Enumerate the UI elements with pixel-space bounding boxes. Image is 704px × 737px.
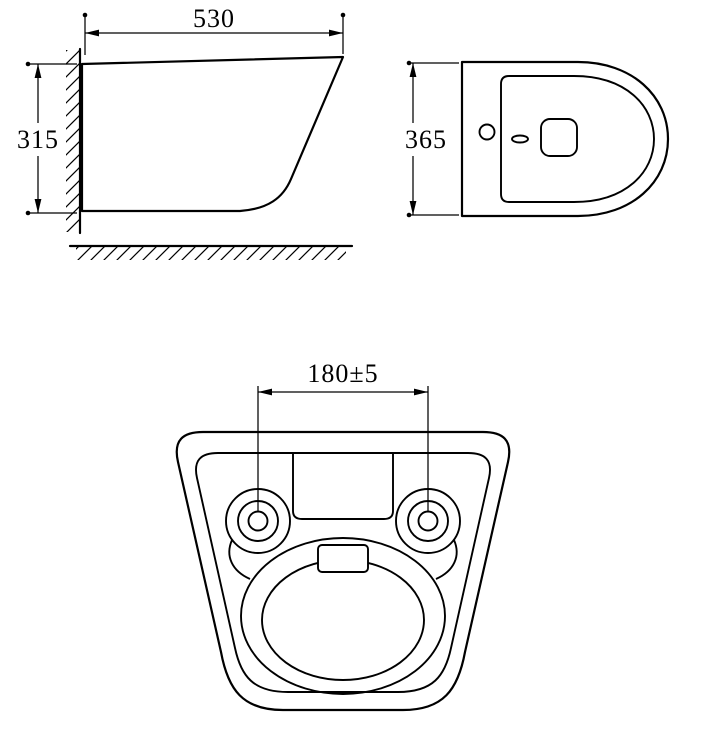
arrowhead-left: [85, 29, 99, 37]
front-view-outline: [460, 60, 670, 218]
arrowhead-top: [34, 64, 42, 78]
arrowhead-right: [414, 388, 428, 396]
dimension-side-height: 315: [17, 61, 77, 216]
arrowhead-top: [409, 63, 417, 77]
dimension-label-front-height: 365: [405, 125, 447, 154]
boss-fillet-right: [435, 539, 458, 580]
extension-end-dot: [406, 60, 412, 66]
dimension-label-side-height: 315: [17, 125, 59, 154]
arrowhead-left: [258, 388, 272, 396]
dimension-bolt-spacing: 180±5: [257, 359, 429, 512]
dimension-label-side-width: 530: [193, 4, 235, 33]
extension-end-dot: [82, 12, 88, 18]
flush-opening: [540, 118, 578, 157]
arrowhead-bottom: [409, 201, 417, 215]
bowl-outlet-outer: [240, 537, 446, 695]
bottom-view: 180±5: [175, 359, 511, 712]
front-view-inner-rim: [500, 75, 655, 203]
outlet-slot: [317, 544, 369, 573]
inlet-channel-box: [292, 452, 394, 520]
water-inlet-hole: [478, 123, 496, 141]
extension-end-dot: [340, 12, 346, 18]
small-slot: [511, 134, 529, 144]
side-view-outline: [80, 55, 345, 213]
boss-fillet-left: [228, 539, 251, 580]
bottom-view-inner-rim: [195, 452, 491, 693]
arrowhead-right: [329, 29, 343, 37]
dimension-label-bolt-spacing: 180±5: [307, 359, 378, 388]
extension-end-dot: [25, 210, 31, 216]
extension-end-dot: [25, 61, 31, 67]
dimension-front-height: 365: [405, 60, 459, 218]
extension-end-dot: [406, 212, 412, 218]
floor-hatching: [76, 247, 346, 260]
dimension-side-width: 530: [82, 4, 346, 55]
side-view: 530 315: [17, 4, 354, 260]
wall-hatching: [66, 50, 80, 232]
front-view: 365: [405, 60, 670, 218]
arrowhead-bottom: [34, 199, 42, 213]
